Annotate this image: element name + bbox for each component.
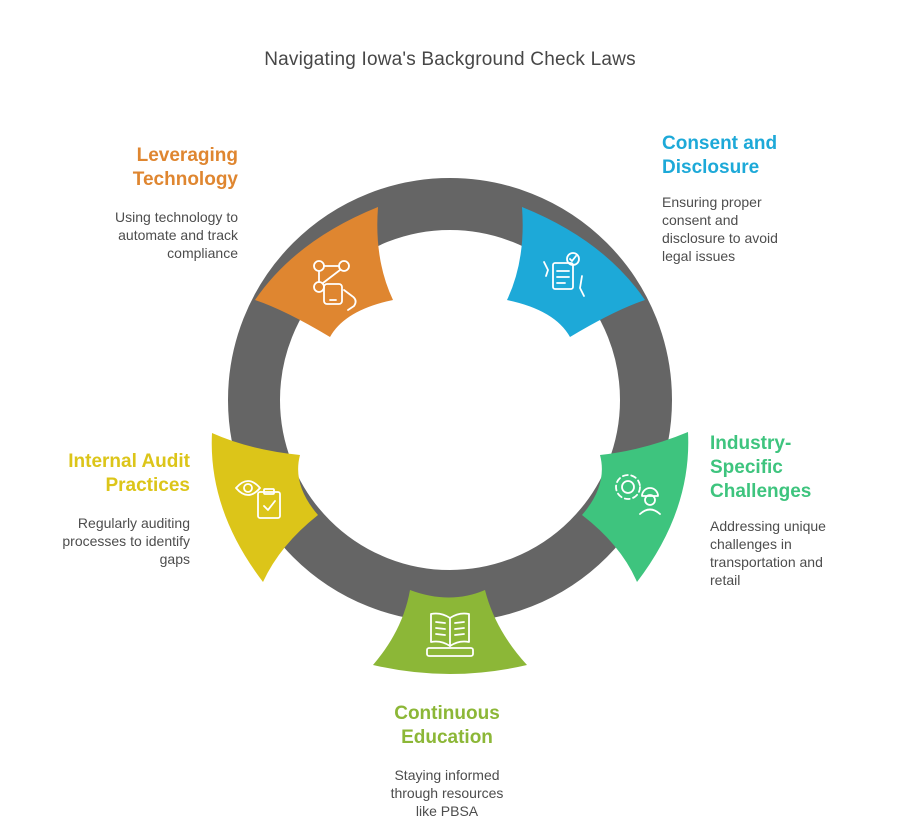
technology-description-line-2: automate and track [118, 227, 238, 243]
segment-industry [582, 432, 689, 582]
technology-description-line-1: Using technology to [115, 209, 238, 225]
education-description: Staying informed through resources like … [347, 766, 547, 820]
segment-technology [255, 207, 393, 337]
audit-heading-line-2: Practices [105, 475, 190, 496]
segment-audit [211, 433, 318, 582]
consent-description-line-4: legal issues [662, 248, 736, 264]
industry-description-line-3: transportation and [710, 554, 823, 570]
consent-description: Ensuring proper consent and disclosure t… [662, 193, 778, 265]
education-description-line-1: Staying informed [394, 767, 500, 783]
eye-clipboard-icon [235, 480, 281, 519]
technology-heading: Leveraging Technology [60, 144, 238, 192]
consent-heading-line-2: Disclosure [662, 157, 760, 178]
industry-heading-line-1: Industry- [710, 433, 792, 454]
audit-heading: Internal Audit Practices [20, 450, 190, 498]
consent-description-line-2: consent and [662, 212, 739, 228]
audit-description-line-3: gaps [159, 551, 190, 567]
education-heading-line-2: Education [401, 727, 493, 748]
industry-heading-line-3: Challenges [710, 481, 812, 502]
technology-heading-line-2: Technology [132, 169, 238, 190]
education-heading: Continuous Education [347, 702, 547, 750]
cycle-ring [228, 178, 672, 622]
diagram-title: Navigating Iowa's Background Check Laws [264, 49, 636, 70]
segment-education [373, 590, 527, 674]
technology-description-line-3: compliance [167, 245, 238, 261]
industry-description: Addressing unique challenges in transpor… [710, 517, 826, 589]
industry-heading: Industry- Specific Challenges [710, 432, 811, 504]
industry-description-line-2: challenges in [710, 536, 792, 552]
education-description-line-3: like PBSA [415, 803, 479, 819]
segment-consent [507, 207, 645, 337]
consent-description-line-1: Ensuring proper [662, 194, 762, 210]
signed-document-icon [543, 252, 585, 297]
network-phone-icon [313, 260, 357, 311]
consent-description-line-3: disclosure to avoid [662, 230, 778, 246]
education-heading-line-1: Continuous [394, 703, 500, 724]
consent-heading-line-1: Consent and [662, 133, 778, 154]
technology-description: Using technology to automate and track c… [60, 208, 238, 262]
technology-heading-line-1: Leveraging [136, 145, 238, 166]
industry-description-line-4: retail [710, 572, 741, 588]
audit-description: Regularly auditing processes to identify… [20, 514, 190, 568]
audit-description-line-2: processes to identify [62, 533, 190, 549]
audit-description-line-1: Regularly auditing [77, 515, 190, 531]
industry-heading-line-2: Specific [710, 457, 783, 478]
consent-heading: Consent and Disclosure [662, 132, 777, 180]
open-book-icon [426, 612, 474, 657]
education-description-line-2: through resources [390, 785, 504, 801]
industry-description-line-1: Addressing unique [710, 518, 826, 534]
gear-worker-icon [615, 474, 661, 515]
audit-heading-line-1: Internal Audit [68, 451, 190, 472]
